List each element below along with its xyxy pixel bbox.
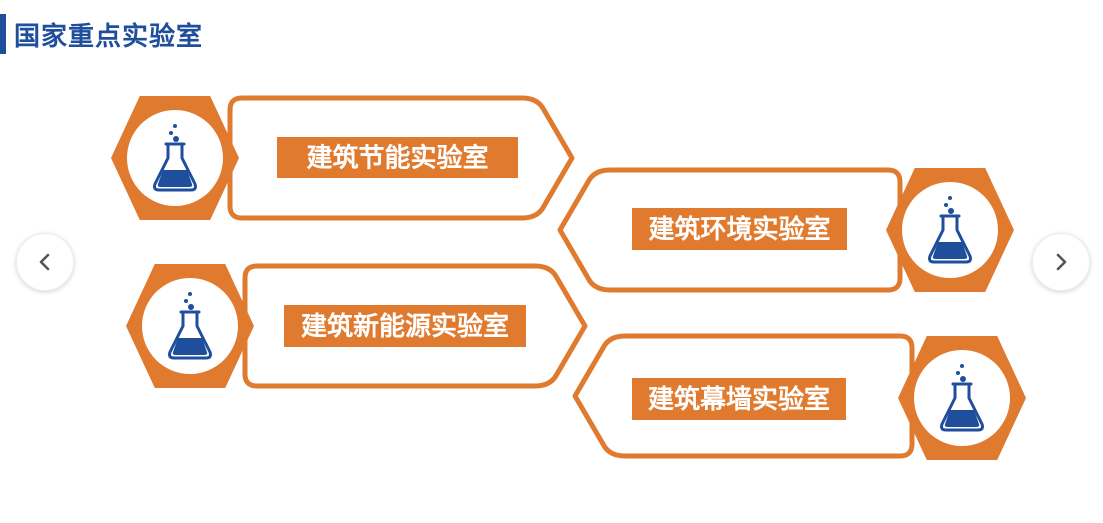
lab-badge-inner	[914, 350, 1010, 446]
lab-card[interactable]: 建筑新能源实验室	[126, 263, 588, 389]
lab-name: 建筑环境实验室	[648, 214, 830, 245]
lab-badge-inner	[902, 182, 998, 278]
lab-card[interactable]: 建筑环境实验室	[557, 167, 1014, 293]
title-accent-bar	[0, 14, 6, 54]
chevron-left-icon	[39, 253, 50, 271]
prev-button[interactable]	[16, 233, 74, 291]
lab-name-label: 建筑幕墙实验室	[632, 378, 846, 420]
page-title: 国家重点实验室	[14, 21, 204, 52]
lab-name-label: 建筑新能源实验室	[284, 305, 526, 347]
lab-name: 建筑新能源实验室	[301, 311, 509, 342]
lab-name-label: 建筑环境实验室	[632, 208, 847, 250]
next-button[interactable]	[1032, 233, 1090, 291]
lab-name: 建筑幕墙实验室	[648, 384, 830, 415]
lab-name: 建筑节能实验室	[306, 143, 488, 174]
lab-card[interactable]: 建筑节能实验室	[111, 95, 575, 221]
lab-card[interactable]: 建筑幕墙实验室	[572, 333, 1026, 460]
lab-badge-inner	[142, 278, 238, 374]
chevron-right-icon	[1056, 253, 1067, 271]
page-header: 国家重点实验室	[0, 14, 203, 54]
lab-badge-inner	[127, 110, 223, 206]
lab-name-label: 建筑节能实验室	[277, 137, 518, 178]
